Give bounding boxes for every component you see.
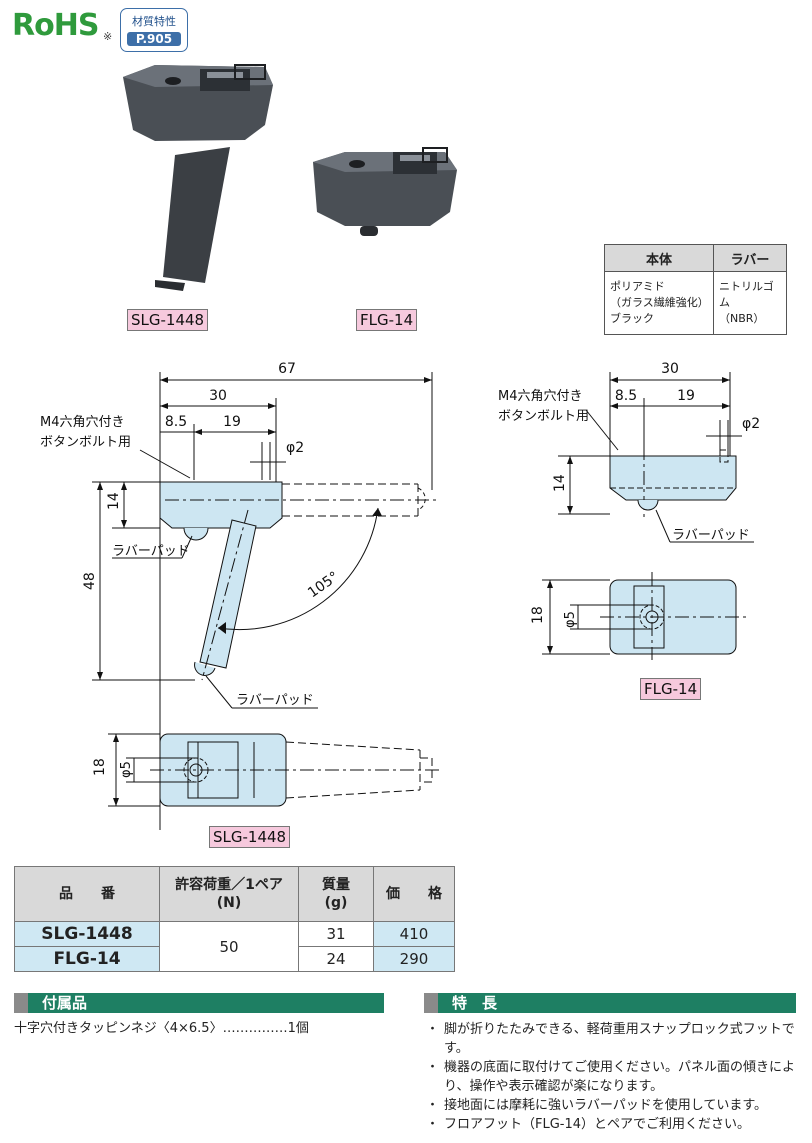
flg-dim-phi2: φ2 xyxy=(742,416,760,432)
flg-drawing-caption: FLG-14 xyxy=(640,678,702,700)
material-rubber-line: ニトリルゴム xyxy=(719,280,774,309)
material-body-line: （ガラス繊維強化） xyxy=(610,296,709,309)
slg-dim-14: 14 xyxy=(106,492,122,510)
accessories-header: 付属品 xyxy=(14,993,384,1013)
accessories-header-marker xyxy=(14,993,28,1013)
slg-drawing-caption: SLG-1448 xyxy=(209,826,291,848)
slg-dim-phi5: φ5 xyxy=(119,761,134,778)
slg-dim-67: 67 xyxy=(278,361,296,377)
slg-dim-phi2: φ2 xyxy=(286,440,304,456)
flg-dim-phi5: φ5 xyxy=(563,611,578,628)
flg-bolt-note-1: M4六角穴付き xyxy=(498,389,583,404)
slg-technical-drawing: 67 30 8.5 19 φ2 M4六角穴付き ボタンボルト用 14 48 ラバ… xyxy=(40,361,440,830)
material-badge-page: P.905 xyxy=(127,32,181,46)
spec-header-mass: 質量 (g) xyxy=(298,866,374,922)
spec-mass: 31 xyxy=(298,921,374,947)
slg-bolt-note-2: ボタンボルト用 xyxy=(40,435,131,450)
material-rubber-line: （NBR） xyxy=(719,312,765,325)
flg-dim-14: 14 xyxy=(552,474,568,492)
accessories-title: 付属品 xyxy=(42,994,88,1012)
material-header-body: 本体 xyxy=(604,244,714,272)
spec-header-mass-line2: (g) xyxy=(324,895,348,911)
spec-mass: 24 xyxy=(298,946,374,972)
slg-rubber-pad-label-1: ラバーパッド xyxy=(112,544,190,559)
material-table: 本体 ラバー ポリアミド （ガラス繊維強化） ブラック ニトリルゴム （NBR） xyxy=(604,244,787,335)
slg-dim-19: 19 xyxy=(223,414,241,430)
flg-photo-label: FLG-14 xyxy=(356,309,418,331)
slg-product-photo xyxy=(123,64,273,291)
material-rubber-cell: ニトリルゴム （NBR） xyxy=(713,271,787,335)
flg-product-photo xyxy=(313,147,457,236)
spec-load: 50 xyxy=(159,921,299,972)
features-header-marker xyxy=(424,993,438,1013)
material-header-rubber: ラバー xyxy=(713,244,787,272)
slg-photo-label: SLG-1448 xyxy=(127,309,209,331)
features-list: 脚が折りたたみできる、軽荷重用スナップロック式フットです。 機器の底面に取付けて… xyxy=(424,1020,800,1134)
flg-dim-8-5: 8.5 xyxy=(615,388,637,404)
spec-price: 290 xyxy=(373,946,455,972)
list-item: 機器の底面に取付けてご使用ください。パネル面の傾きにより、操作や表示確認が楽にな… xyxy=(424,1058,800,1096)
slg-dim-8-5: 8.5 xyxy=(165,414,187,430)
features-header: 特 長 xyxy=(424,993,796,1013)
material-badge-label: 材質特性 xyxy=(132,15,176,28)
spec-header-mass-line1: 質量 xyxy=(322,877,350,893)
material-body-cell: ポリアミド （ガラス繊維強化） ブラック xyxy=(604,271,714,335)
flg-bolt-note-2: ボタンボルト用 xyxy=(498,409,589,424)
slg-dim-48: 48 xyxy=(82,572,98,590)
spec-part-no: SLG-1448 xyxy=(14,921,160,947)
list-item: 脚が折りたたみできる、軽荷重用スナップロック式フットです。 xyxy=(424,1020,800,1058)
flg-dim-30: 30 xyxy=(661,361,679,377)
spec-part-no: FLG-14 xyxy=(14,946,160,972)
spec-price: 410 xyxy=(373,921,455,947)
accessories-item: 十字穴付きタッピンネジ〈4×6.5〉……………1個 xyxy=(14,1021,309,1036)
spec-header-load-line1: 許容荷重／1ペア xyxy=(175,877,283,893)
slg-dim-18: 18 xyxy=(92,758,108,776)
slg-bolt-note-1: M4六角穴付き xyxy=(40,415,125,430)
slg-dim-30: 30 xyxy=(209,388,227,404)
spec-header-load: 許容荷重／1ペア (N) xyxy=(159,866,299,922)
spec-header-load-line2: (N) xyxy=(216,895,242,911)
rohs-note: ※ xyxy=(103,30,113,43)
spec-header-part-no: 品 番 xyxy=(14,866,160,922)
material-body-line: ブラック xyxy=(610,312,654,325)
spec-header-price: 価 格 xyxy=(373,866,455,922)
flg-dim-18: 18 xyxy=(530,606,546,624)
rohs-logo: RoHS xyxy=(12,8,99,43)
flg-dim-19: 19 xyxy=(677,388,695,404)
slg-rubber-pad-label-2: ラバーパッド xyxy=(236,693,314,708)
table-row: FLG-14 24 290 xyxy=(14,946,455,972)
slg-angle-label: 105° xyxy=(305,569,342,601)
spec-table: 品 番 許容荷重／1ペア (N) 質量 (g) 価 格 SLG-1448 50 … xyxy=(14,866,455,972)
flg-rubber-pad-label: ラバーパッド xyxy=(672,528,750,543)
features-title: 特 長 xyxy=(452,994,498,1012)
material-body-line: ポリアミド xyxy=(610,280,665,293)
material-badge[interactable]: 材質特性 P.905 xyxy=(120,8,188,52)
list-item: 接地面には摩耗に強いラバーパッドを使用しています。 xyxy=(424,1096,800,1115)
table-row: SLG-1448 50 31 410 xyxy=(14,921,455,972)
flg-technical-drawing: 30 8.5 19 φ2 M4六角穴付き ボタンボルト用 14 ラバーパッド 1… xyxy=(498,361,760,660)
list-item: フロアフット（FLG-14）とペアでご利用ください。 xyxy=(424,1115,800,1134)
